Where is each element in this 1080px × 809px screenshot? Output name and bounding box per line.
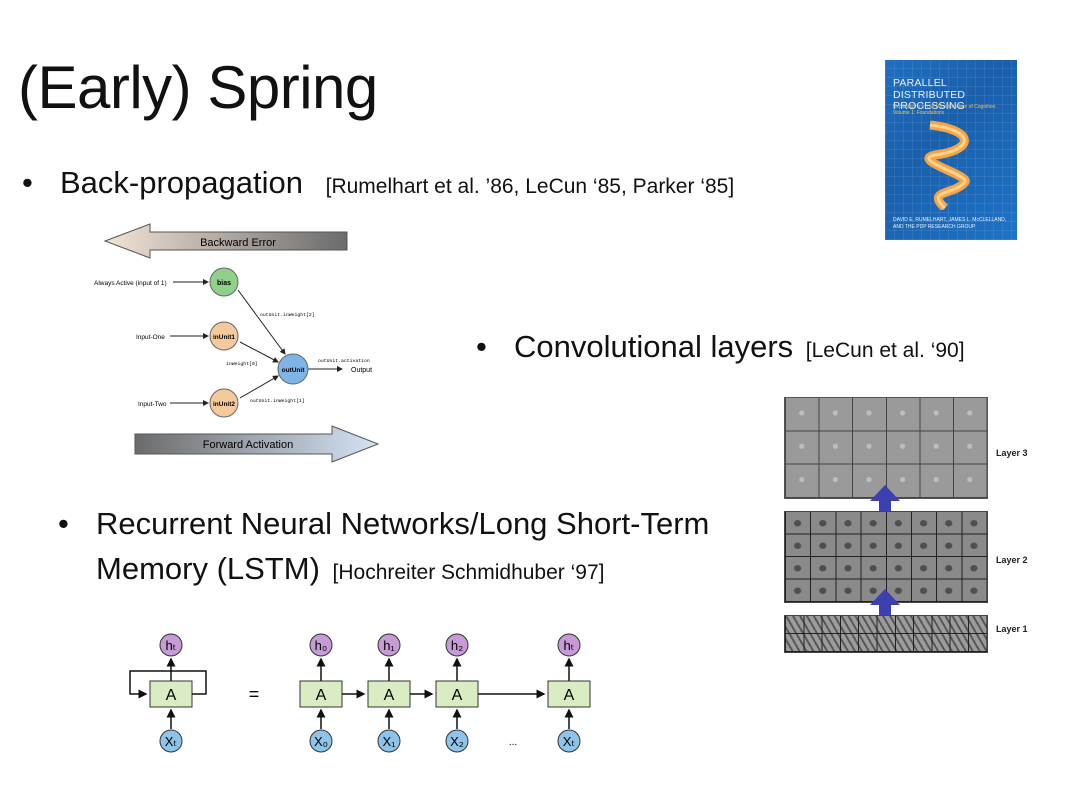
backprop-diagram: Backward Error Always Active (input of 1… xyxy=(94,223,380,463)
bullet-convolutional: • Convolutional layers [LeCun et al. ‘90] xyxy=(476,328,965,365)
bias-node xyxy=(209,267,239,297)
rnn-cell-label: A xyxy=(166,687,177,704)
bullet-text: Convolutional layers xyxy=(514,329,794,364)
rnn-cell-label: A xyxy=(384,687,395,704)
hidden-state-label: h₂ xyxy=(451,638,463,653)
layer3-feature-grid xyxy=(784,397,988,499)
hidden-state-node xyxy=(159,633,183,657)
bullet-text: Back-propagation xyxy=(60,165,303,200)
bias-node-label: bias xyxy=(217,280,231,287)
up-arrow-icon xyxy=(870,589,900,619)
bullet-rnn-lstm: • Recurrent Neural Networks/Long Short-Te… xyxy=(58,505,709,587)
input-label: Xₜ xyxy=(563,734,576,749)
backward-error-arrow xyxy=(103,223,348,259)
citation: [Rumelhart et al. ’86, LeCun ‘85, Parker… xyxy=(325,175,735,198)
weight-2-label: outUnit.inWeight[2] xyxy=(260,312,315,318)
inunit1-node xyxy=(209,321,239,351)
unrolled-step-1: A h₁ X₁ xyxy=(367,633,411,753)
bullet-text: Recurrent Neural Networks/Long Short-Ter… xyxy=(96,506,710,541)
slide-title: (Early) Spring xyxy=(18,54,378,121)
inunit2-label: inUnit2 xyxy=(213,401,235,408)
unrolled-step-0: A h₀ X₀ xyxy=(299,633,343,753)
bullet-backpropagation: • Back-propagation [Rumelhart et al. ’86,… xyxy=(22,164,734,201)
inunit2-node xyxy=(209,388,239,418)
bullet-text-line2: Memory (LSTM) xyxy=(96,551,320,587)
layer1-label: Layer 1 xyxy=(996,624,1028,634)
rnn-cell-label: A xyxy=(316,687,327,704)
bullet-dot: • xyxy=(58,506,69,541)
bullet-dot: • xyxy=(22,165,33,200)
rnn-cell xyxy=(149,680,193,708)
weight-0-label: inWeight[0] xyxy=(226,361,258,367)
unrolled-step-t: A hₜ Xₜ xyxy=(547,633,591,753)
book-title: PARALLEL DISTRIBUTED PROCESSING xyxy=(893,77,966,113)
ellipsis: ... xyxy=(509,737,517,748)
ribbon-icon xyxy=(924,120,970,210)
up-arrow-icon xyxy=(870,485,900,515)
book-authors: DAVID E. RUMELHART, JAMES L. McCLELLAND,… xyxy=(893,217,1007,230)
backward-error-label: Backward Error xyxy=(200,237,276,249)
weight-1-label: outUnit.inWeight[1] xyxy=(250,398,305,404)
citation: [LeCun et al. ‘90] xyxy=(805,339,965,362)
always-active-label: Always Active (input of 1) xyxy=(94,280,167,287)
pdp-book-cover: PARALLEL DISTRIBUTED PROCESSING Explorat… xyxy=(885,60,1017,240)
forward-activation-arrow xyxy=(134,425,380,463)
citation: [Hochreiter Schmidhuber ‘97] xyxy=(332,561,605,585)
hidden-state-label: h₁ xyxy=(383,638,395,653)
layer3-label: Layer 3 xyxy=(996,448,1028,458)
inunit1-label: inUnit1 xyxy=(213,334,235,341)
layer1-feature-grid xyxy=(784,615,988,653)
input-label: Xₜ xyxy=(165,734,178,749)
input-label: X₂ xyxy=(450,734,464,749)
outunit-label: outUnit xyxy=(282,367,306,374)
input-node xyxy=(159,729,183,753)
unrolled-step-2: A h₂ X₂ xyxy=(435,633,479,753)
rnn-cell-label: A xyxy=(564,687,575,704)
equals-sign: = xyxy=(249,684,260,704)
activation-label: outUnit.activation xyxy=(318,358,370,364)
rnn-unrolled-diagram: A hₜ Xₜ = A h₀ X₀ A h₁ X₁ A h₂ X₂ xyxy=(129,633,591,753)
bullet-dot: • xyxy=(476,329,487,364)
forward-activation-label: Forward Activation xyxy=(203,439,293,451)
output-label: Output xyxy=(351,367,372,374)
input-two-label: Input-Two xyxy=(138,401,167,408)
outunit-node xyxy=(277,353,309,385)
input-one-label: Input-One xyxy=(136,334,165,341)
rnn-cell-label: A xyxy=(452,687,463,704)
conv-feature-layers: Layer 3 Layer 2 Layer 1 xyxy=(780,395,1060,660)
hidden-state-label: h₀ xyxy=(315,638,328,653)
book-subtitle: Explorations in the Microstructure of Co… xyxy=(893,104,997,116)
input-label: X₀ xyxy=(314,734,328,749)
input-label: X₁ xyxy=(382,734,396,749)
layer2-label: Layer 2 xyxy=(996,555,1028,565)
hidden-state-label: hₜ xyxy=(563,638,574,653)
hidden-state-label: hₜ xyxy=(165,638,176,653)
